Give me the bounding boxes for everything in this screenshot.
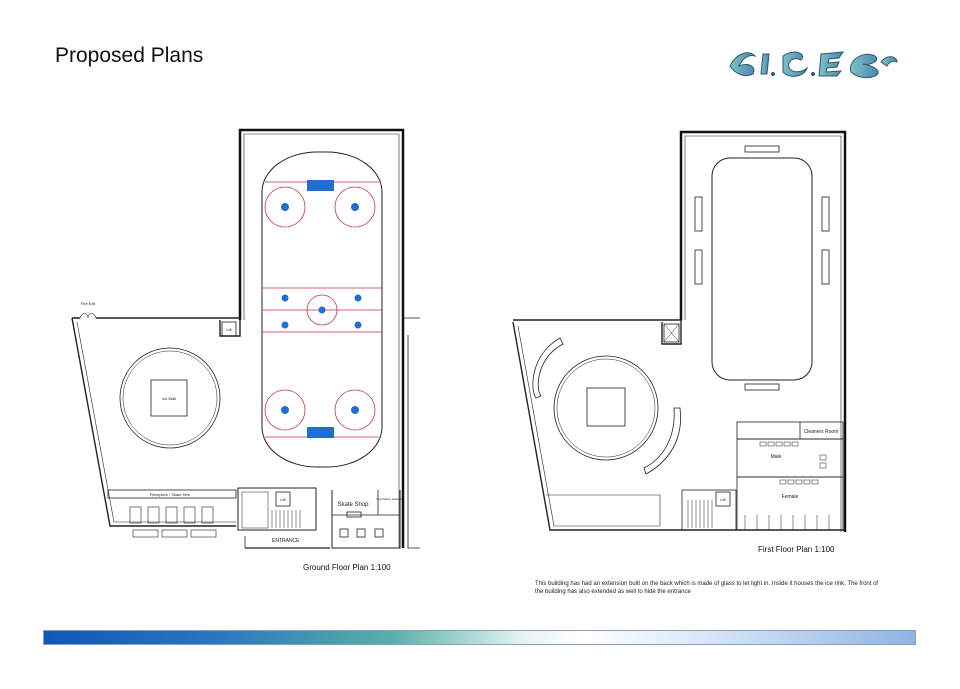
small-room-label: Key/Safety Hazard: [376, 497, 401, 501]
footer-gradient-bar: [43, 630, 916, 645]
first-floor-caption: First Floor Plan 1:100: [758, 545, 835, 554]
female-label: Female: [782, 494, 799, 500]
entrance-label: ENTRANCE: [272, 538, 300, 544]
ground-floor-caption: Ground Floor Plan 1:100: [303, 563, 391, 572]
ice-wall-label: Ice Wall: [162, 396, 176, 401]
first-lift-label: Lift: [720, 497, 726, 502]
ice-logo: [729, 51, 898, 79]
first-floor-plan: Cleaners Room Male Female: [512, 130, 847, 532]
reception-label: Reception / Skate Hire: [150, 492, 191, 497]
male-label: Male: [771, 454, 782, 460]
ground-rink: [261, 151, 383, 468]
skate-shop-label: Skate Shop: [337, 502, 369, 508]
lift-label: Lift: [226, 327, 232, 332]
fire-exit-label: Fire Exit: [81, 301, 97, 306]
lift-label-2: Lift: [280, 497, 286, 502]
ground-floor-plan: Lift Ice Wall: [71, 128, 420, 549]
first-rink-outline: [711, 157, 813, 381]
cleaners-room-label: Cleaners Room: [804, 429, 839, 435]
building-description: This building has had an extension built…: [535, 581, 879, 595]
page-title: Proposed Plans: [55, 44, 204, 67]
